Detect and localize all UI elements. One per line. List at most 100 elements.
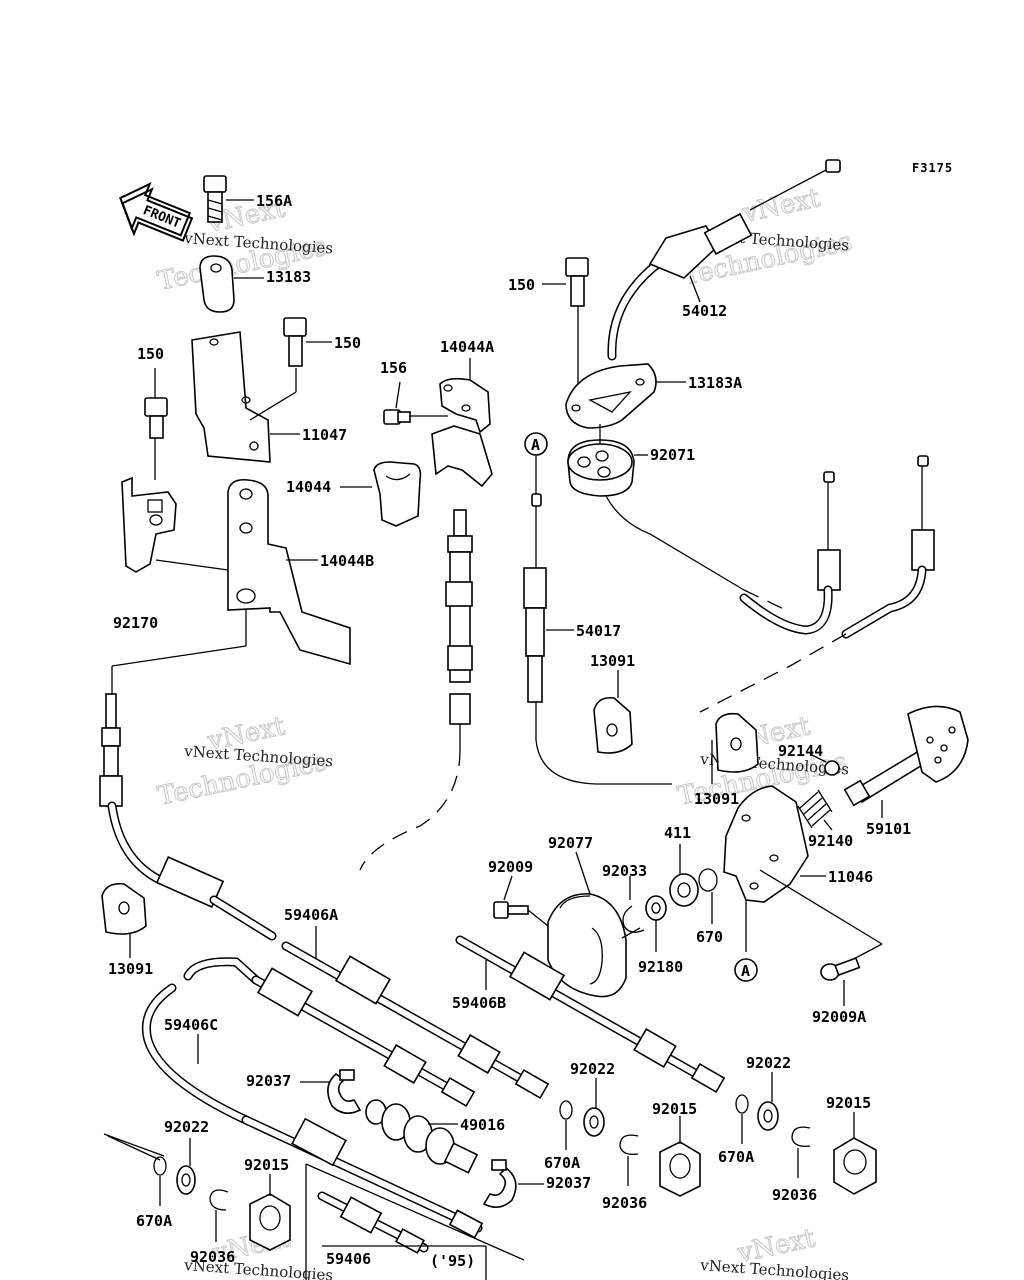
label-59406B: 59406B [452,994,506,1012]
label-49016: 49016 [460,1116,505,1134]
label-14044B: 14044B [320,552,374,570]
label-92037-upper: 92037 [246,1072,291,1090]
clamp-92037-upper [327,1069,362,1114]
screw-92009A [820,957,861,981]
bolt-150-upper [283,317,307,367]
nut-411 [669,873,699,907]
label-92033: 92033 [602,862,647,880]
label-59406A: 59406A [284,906,338,924]
reference-marker-a-right: A [734,958,758,982]
grommet-13091-left [101,882,147,935]
label-670A-right: 670A [718,1148,754,1166]
shaft-59101 [843,705,969,807]
nut-92015-mid [659,1141,701,1197]
svg-text:A: A [741,962,750,980]
screw-92009 [493,901,529,919]
label-54017: 54017 [576,622,621,640]
circlip-92036-mid [619,1134,639,1155]
clamp-14044 [373,461,422,527]
label-92170: 92170 [113,614,158,632]
label-92015-right: 92015 [826,1094,871,1112]
label-156: 156 [380,359,407,377]
label-59101: 59101 [866,820,911,838]
label-13091-mid: 13091 [590,652,635,670]
label-92022-left: 92022 [164,1118,209,1136]
label-92022-mid: 92022 [570,1060,615,1078]
label-92144: 92144 [778,742,823,760]
label-150-right: 150 [508,276,535,294]
label-13091-left: 13091 [108,960,153,978]
circlip-92033 [622,905,645,933]
label-670: 670 [696,928,723,946]
washer-92180 [645,895,667,921]
boot-49016 [365,1099,479,1174]
label-92071: 92071 [650,446,695,464]
bracket-11047 [191,331,271,463]
reference-marker-a-top: A [524,432,548,456]
grommet-92071 [567,439,635,497]
washer-92022-left [176,1165,196,1195]
cable-right-pair [739,455,935,639]
oring-670A-right [735,1094,749,1114]
cable-59406C [183,957,476,1108]
plate-13183A [565,363,657,429]
label-59406: 59406 [326,1250,371,1268]
circlip-92036-left [209,1189,229,1211]
label-14044A: 14044A [440,338,494,356]
label-13183A: 13183A [688,374,742,392]
label-11047: 11047 [302,426,347,444]
clamp-14044A [431,377,493,488]
bracket-92170 [121,476,177,573]
label-92036-right: 92036 [772,1186,817,1204]
cable-59406B [455,935,726,1094]
plate-13183 [199,255,235,313]
bolt-150-left [144,397,168,439]
era-note: ('95) [430,1252,475,1270]
bracket-14044B [227,478,351,666]
oring-670A-mid [559,1100,573,1120]
knob-92077 [547,893,627,998]
cable-left-main [99,693,277,941]
cable-59406C-lower [141,983,484,1239]
label-92022-right: 92022 [746,1054,791,1072]
watermark-mid-left: vNext Technologies vNext Technologies [155,711,334,813]
label-14044: 14044 [286,478,331,496]
label-13183: 13183 [266,268,311,286]
nut-92015-left [249,1193,291,1251]
cable-54017 [523,493,547,703]
label-92140: 92140 [808,832,853,850]
spring-92140 [797,789,833,829]
label-150-upper: 150 [334,334,361,352]
bolt-156A [203,175,227,223]
watermark-bottom-right: vNext vNext Technologies [699,1223,850,1280]
svg-text:vNext: vNext [739,183,823,229]
grommet-13091-mid [593,696,633,754]
label-92180: 92180 [638,958,683,976]
ball-92144 [824,760,840,776]
label-92037-lower: 92037 [546,1174,591,1192]
clamp-92037-lower [482,1159,517,1208]
label-13091-right: 13091 [694,790,739,808]
label-150-left: 150 [137,345,164,363]
nut-92015-right [833,1137,877,1195]
label-92009: 92009 [488,858,533,876]
label-92036-left: 92036 [190,1248,235,1266]
cable-59406 [317,1191,429,1254]
washer-92022-mid [583,1107,605,1137]
label-59406C: 59406C [164,1016,218,1034]
cable-54012 [607,159,841,361]
label-92015-left: 92015 [244,1156,289,1174]
screw-156 [383,409,411,425]
label-411: 411 [664,824,691,842]
circlip-92036-right [791,1126,811,1147]
cable-center-vertical [445,509,473,750]
label-670A-left: 670A [136,1212,172,1230]
label-92077: 92077 [548,834,593,852]
bolt-150-right [565,257,589,307]
label-670A-mid: 670A [544,1154,580,1172]
front-arrow-icon: FRONT [119,181,194,242]
oring-670A-left [153,1156,167,1176]
svg-text:A: A [531,436,540,454]
figure-code: F3175 [912,161,953,175]
